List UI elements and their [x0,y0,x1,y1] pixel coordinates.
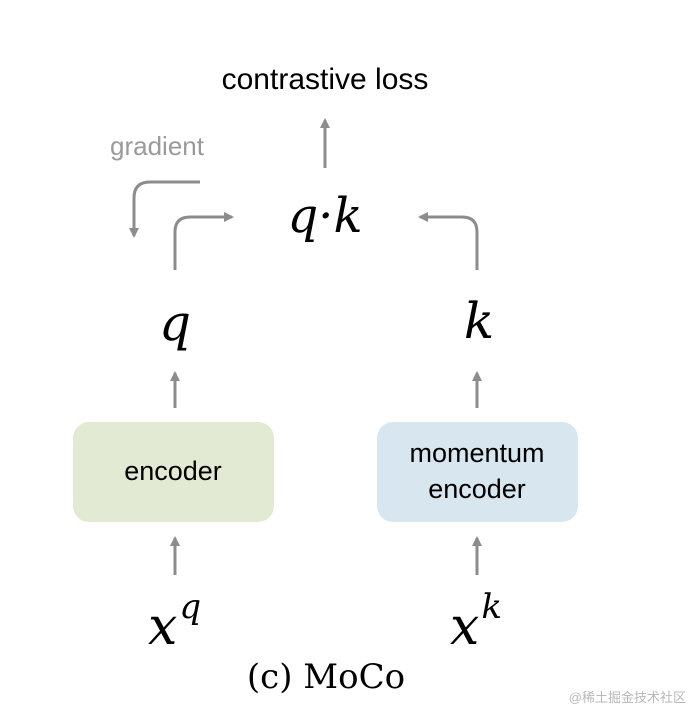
query-to-dot-arrow [173,212,234,270]
figure-caption: (c) MoCo [247,657,405,697]
momentum-encoder-label-line2: encoder [428,474,526,504]
watermark: @稀土掘金技术社区 [569,690,686,705]
query-input-superscript: q [179,587,201,627]
gradient-label: gradient [110,131,205,161]
encoder-label: encoder [124,456,222,486]
query-label: q [159,294,191,352]
dot-product-label: q·k [287,188,362,244]
key-input-superscript: k [481,587,502,627]
key-input-label: xk [450,587,502,657]
query-input-base: x [148,597,177,657]
encoder-box [73,422,274,522]
key-to-dot-arrow [418,212,479,270]
contrastive-loss-label: contrastive loss [222,63,429,96]
key-label: k [464,292,494,350]
gradient-arrow [129,180,200,238]
query-input-label: xq [148,587,201,657]
momentum-encoder-box [377,422,578,522]
momentum-encoder-label-line1: momentum [409,438,544,468]
key-input-base: x [450,597,479,657]
